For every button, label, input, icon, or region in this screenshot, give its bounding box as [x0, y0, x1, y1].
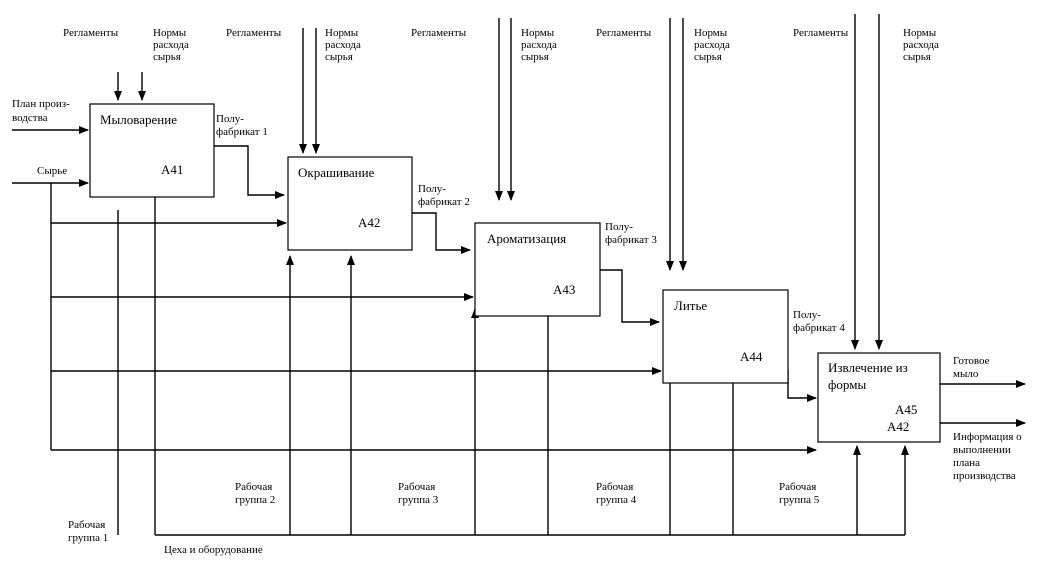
function-box-a44: Литье A44 — [662, 289, 789, 384]
input-labels: План произ- водства Сырье — [12, 98, 70, 177]
semi-product-4-arrow — [787, 370, 817, 402]
group-5-label-line-1: Рабочая — [779, 481, 816, 493]
norms-label-4-line-1: Нормы — [694, 27, 728, 39]
group-5-label-line-2: группа 5 — [779, 494, 820, 506]
group-3-label-line-1: Рабочая — [398, 481, 435, 493]
semi-product-3-arrow — [600, 269, 660, 326]
reglament-label-3: Регламенты — [411, 27, 467, 39]
function-box-a43: Ароматизация A43 — [474, 222, 601, 317]
box-title-line-1: Извлечение из — [828, 360, 908, 375]
control-arrows — [114, 14, 883, 350]
output-arrows — [940, 380, 1026, 427]
semi-product-3-label-line-2: фабрикат 3 — [605, 234, 657, 246]
box-title: Литье — [674, 298, 707, 313]
equipment-label: Цеха и оборудование — [164, 544, 263, 556]
norms-label-5-line-2: расхода — [903, 39, 939, 51]
box-code-line-1: A45 — [895, 402, 917, 417]
semi-product-1-label-line-2: фабрикат 1 — [216, 126, 268, 138]
finished-soap-label-line-2: мыло — [953, 368, 979, 380]
group-1-label-line-1: Рабочая — [68, 519, 105, 531]
output-labels: Готовое мыло Информация о выполнении пла… — [953, 355, 1022, 482]
reglament-label-2: Регламенты — [226, 27, 282, 39]
reglament-label-4: Регламенты — [596, 27, 652, 39]
box-frame — [474, 222, 601, 317]
raw-label: Сырье — [37, 165, 67, 177]
norms-label-2-line-3: сырья — [325, 51, 353, 63]
mechanism-labels: Рабочая группа 1 Рабочая группа 2 Рабоча… — [68, 481, 820, 556]
semi-product-labels: Полу- фабрикат 1 Полу- фабрикат 2 Полу- … — [216, 113, 845, 334]
norms-label-3-line-1: Нормы — [521, 27, 555, 39]
norms-label-1-line-3: сырья — [153, 51, 181, 63]
info-label-line-3: плана — [953, 457, 980, 469]
box-frame — [817, 352, 941, 443]
semi-product-2-label-line-2: фабрикат 2 — [418, 196, 470, 208]
box-title: Окрашивание — [298, 165, 375, 180]
group-2-label-line-1: Рабочая — [235, 481, 272, 493]
norms-label-2-line-2: расхода — [325, 39, 361, 51]
group-4-label-line-2: группа 4 — [596, 494, 637, 506]
norms-label-4-line-2: расхода — [694, 39, 730, 51]
box-title: Ароматизация — [487, 231, 566, 246]
function-box-a41: Мыловарение A41 — [89, 103, 215, 198]
input-arrows — [12, 126, 817, 454]
function-box-a45: Извлечение из формы A45 A42 — [817, 352, 941, 443]
group-2-label-line-2: группа 2 — [235, 494, 275, 506]
reglament-label-5: Регламенты — [793, 27, 849, 39]
group-3-label-line-2: группа 3 — [398, 494, 439, 506]
box-frame — [662, 289, 789, 384]
box-code-line-2: A42 — [887, 419, 909, 434]
box-frame — [89, 103, 215, 198]
norms-label-2-line-1: Нормы — [325, 27, 359, 39]
box-code: A41 — [161, 162, 183, 177]
info-label-line-4: производства — [953, 470, 1016, 482]
box-code: A42 — [358, 215, 380, 230]
semi-product-3-label-line-1: Полу- — [605, 221, 633, 233]
info-label-line-1: Информация о — [953, 431, 1022, 443]
norms-label-3-line-2: расхода — [521, 39, 557, 51]
semi-product-1-label-line-1: Полу- — [216, 113, 244, 125]
box-title-line-2: формы — [828, 377, 866, 392]
norms-label-5-line-3: сырья — [903, 51, 931, 63]
group-4-label-line-1: Рабочая — [596, 481, 633, 493]
semi-product-2-arrow — [412, 212, 471, 254]
norms-label-5-line-1: Нормы — [903, 27, 937, 39]
box-frame — [287, 156, 413, 251]
group-1-label-line-2: группа 1 — [68, 532, 108, 544]
info-label-line-2: выполнении — [953, 444, 1011, 456]
norms-label-3-line-3: сырья — [521, 51, 549, 63]
norms-label-4-line-3: сырья — [694, 51, 722, 63]
mechanism-arrows — [117, 197, 909, 536]
norms-label-1-line-1: Нормы — [153, 27, 187, 39]
plan-label-line-2: водства — [12, 112, 48, 124]
reglament-label-1: Регламенты — [63, 27, 119, 39]
plan-label-line-1: План произ- — [12, 98, 70, 110]
finished-soap-label-line-1: Готовое — [953, 355, 990, 367]
control-labels: Регламенты Нормы расхода сырья Регламент… — [63, 27, 939, 63]
box-code: A44 — [740, 349, 763, 364]
semi-product-4-label-line-1: Полу- — [793, 309, 821, 321]
semi-product-1-arrow — [214, 145, 285, 199]
box-code: A43 — [553, 282, 575, 297]
norms-label-1-line-2: расхода — [153, 39, 189, 51]
box-title: Мыловарение — [100, 112, 177, 127]
semi-product-2-label-line-1: Полу- — [418, 183, 446, 195]
function-box-a42: Окрашивание A42 — [287, 156, 413, 251]
semi-product-4-label-line-2: фабрикат 4 — [793, 322, 845, 334]
